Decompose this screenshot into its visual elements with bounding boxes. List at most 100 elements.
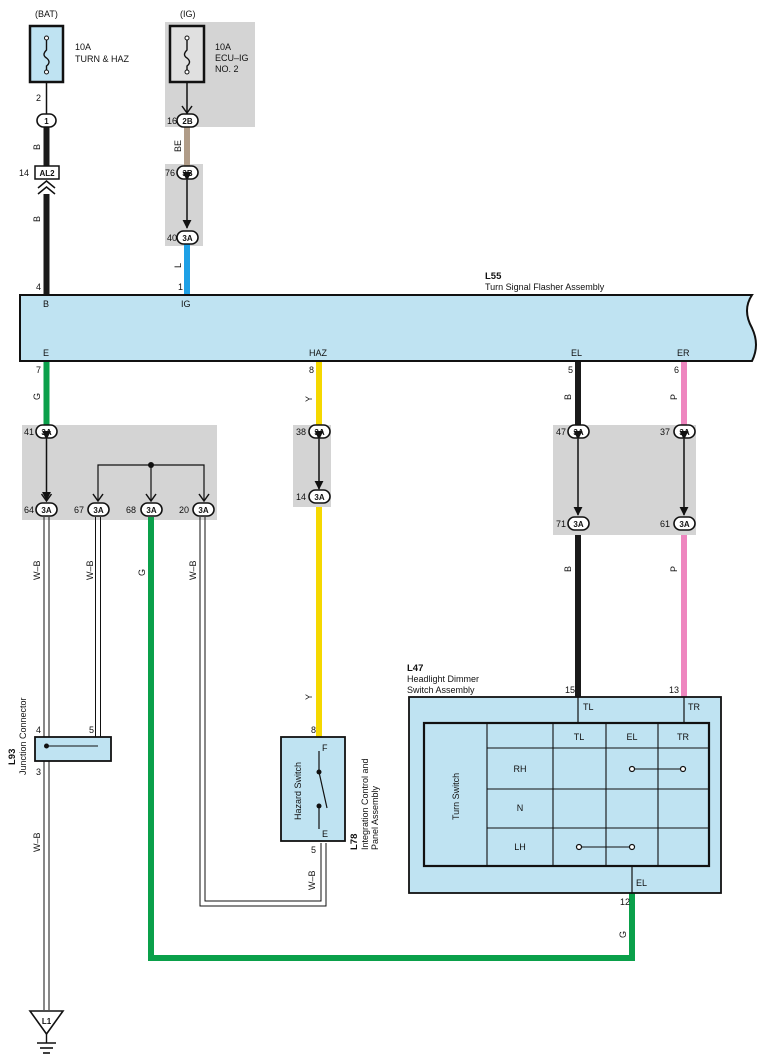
svg-text:3A: 3A	[182, 234, 192, 243]
flasher-pin-b: 4	[36, 282, 41, 292]
hazard-switch-box	[280, 736, 346, 842]
flasher-name: Turn Signal Flasher Assembly	[485, 282, 605, 292]
table-header-tr: TR	[677, 732, 689, 742]
svg-text:3A: 3A	[314, 428, 324, 437]
table-row-rh: RH	[514, 764, 527, 774]
headlight-term-el: EL	[636, 878, 647, 888]
connector-r61-pin: 61	[660, 519, 670, 529]
headlight-code: L47	[407, 663, 423, 674]
connector-l71: 3A	[567, 516, 590, 531]
connector-r37: 3A	[673, 424, 696, 439]
wire-label-y-1: Y	[304, 396, 314, 402]
connector-e41-pin: 41	[24, 427, 34, 437]
connector-h38-pin: 38	[296, 427, 306, 437]
bat-fuse-pin: 2	[36, 93, 41, 103]
connector-h14-pin: 14	[296, 492, 306, 502]
wire-label-g-1: G	[32, 393, 42, 400]
connector-l71-pin: 71	[556, 519, 566, 529]
svg-text:3A: 3A	[146, 506, 156, 515]
connector-e67: 3A	[87, 502, 110, 517]
flasher-pin-er: 6	[674, 365, 679, 375]
connector-al2: AL2	[34, 165, 60, 195]
wire-wb-67	[95, 517, 101, 746]
wire-label-b-4: B	[563, 566, 573, 572]
connector-2b: 2B	[176, 105, 199, 128]
ig-fuse-name-2: NO. 2	[215, 64, 239, 74]
hazard-switch-label: Hazard Switch	[293, 762, 303, 820]
connector-3a-40: 3A	[176, 230, 199, 245]
hazard-code: L78	[349, 834, 360, 850]
connector-2b-pin: 16	[167, 116, 177, 126]
connector-e20: 3A	[192, 502, 215, 517]
headlight-name-1: Headlight Dimmer	[407, 674, 479, 684]
headlight-pin-tr: 13	[669, 685, 679, 695]
svg-text:3A: 3A	[573, 520, 583, 529]
wire-label-wb-5: W–B	[307, 870, 317, 890]
turn-switch-label: Turn Switch	[451, 773, 461, 820]
connector-r61: 3A	[673, 516, 696, 531]
svg-text:3A: 3A	[573, 428, 583, 437]
rh-connection	[628, 765, 687, 773]
junction-internal-wiring	[44, 743, 98, 749]
connector-e67-pin: 67	[74, 505, 84, 515]
table-header-el: EL	[626, 732, 637, 742]
table-row-lh: LH	[514, 842, 526, 852]
wire-label-p-2: P	[669, 566, 679, 572]
wire-label-b-1: B	[32, 144, 42, 150]
table-row-n: N	[517, 803, 524, 813]
svg-text:2B: 2B	[182, 117, 192, 126]
connector-al2-pin: 14	[19, 168, 29, 178]
junction-pin-3: 3	[36, 767, 41, 777]
junction-code: L93	[7, 749, 18, 765]
ig-fuse	[168, 24, 206, 84]
svg-text:3A: 3A	[41, 506, 51, 515]
ground-label: L1	[42, 1017, 52, 1026]
flasher-term-er: ER	[677, 348, 690, 358]
svg-text:3B: 3B	[182, 169, 192, 178]
connector-l47: 3A	[567, 424, 590, 439]
svg-text:3A: 3A	[198, 506, 208, 515]
bat-fuse-name: TURN & HAZ	[75, 54, 130, 64]
wire-label-wb-4: W–B	[32, 832, 42, 852]
hazard-term-e: E	[322, 829, 328, 839]
ig-fuse-name: ECU–IG	[215, 53, 249, 63]
headlight-pin-tl: 15	[565, 685, 575, 695]
connector-h14: 3A	[308, 489, 331, 504]
bat-supply-label: (BAT)	[35, 9, 58, 19]
connector-e41: 3A	[35, 424, 58, 439]
connector-3b-pin: 76	[165, 168, 175, 178]
headlight-pin-el: 12	[620, 897, 630, 907]
svg-text:3A: 3A	[41, 428, 51, 437]
ig-fuse-amp: 10A	[215, 42, 231, 52]
headlight-name-2: Switch Assembly	[407, 685, 475, 695]
flasher-pin-haz: 8	[309, 365, 314, 375]
wire-label-wb-1: W–B	[32, 560, 42, 580]
table-header-tl: TL	[574, 732, 585, 742]
wire-label-wb-3: W–B	[188, 560, 198, 580]
junction-pin-4: 4	[36, 725, 41, 735]
wire-label-wb-2: W–B	[85, 560, 95, 580]
connector-3b: 3B	[176, 165, 199, 180]
flasher-pin-ig: 1	[178, 282, 183, 292]
flasher-code: L55	[485, 271, 502, 282]
wire-g-68-to-el	[148, 517, 635, 961]
connector-1: 1	[36, 113, 57, 128]
flasher-assembly-box	[19, 294, 757, 362]
flasher-term-el: EL	[571, 348, 582, 358]
connector-l47-pin: 47	[556, 427, 566, 437]
flasher-term-e: E	[43, 348, 49, 358]
hazard-name-2: Panel Assembly	[370, 785, 380, 850]
wire-label-be: BE	[173, 140, 183, 152]
bat-fuse	[28, 24, 65, 84]
connector-h38: 3A	[308, 424, 331, 439]
turn-switch-table	[422, 721, 711, 868]
connector-e64: 3A	[35, 502, 58, 517]
headlight-term-tr: TR	[688, 702, 700, 712]
junction-connector-box	[34, 736, 112, 762]
svg-text:1: 1	[44, 117, 49, 126]
svg-text:3A: 3A	[314, 493, 324, 502]
flasher-pin-e: 7	[36, 365, 41, 375]
flasher-pin-el: 5	[568, 365, 573, 375]
svg-text:3A: 3A	[679, 428, 689, 437]
